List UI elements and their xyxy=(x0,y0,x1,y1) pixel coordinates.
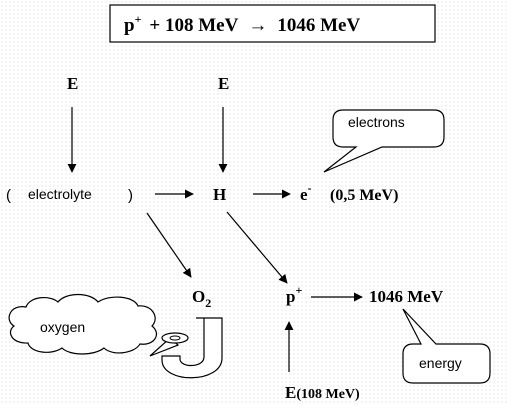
svg-text:p++ 108 MeV→1046 MeV: p+ + 108 MeV → 1046 MeV xyxy=(124,12,360,36)
oxygen-subscript: 2 xyxy=(205,296,211,310)
energy-label-left: E xyxy=(67,74,78,93)
proton-charge: + xyxy=(295,283,302,297)
hydrogen-label: H xyxy=(213,185,226,204)
oxygen-molecule-label: O2 xyxy=(192,287,211,310)
input-energy-label: E(108 MeV) xyxy=(285,383,360,402)
equation-result: 1046 MeV xyxy=(277,15,360,36)
electrolyte-to-oxygen-arrow xyxy=(146,212,192,278)
hydrogen-to-proton-arrow xyxy=(226,211,288,284)
output-energy-label: 1046 MeV xyxy=(369,287,444,306)
equation-arrow: → xyxy=(248,15,267,36)
input-energy-symbol: E xyxy=(285,383,296,402)
energy-label-center: E xyxy=(218,74,229,93)
oxygen-callout-text: oxygen xyxy=(40,319,85,335)
energy-callout-text: energy xyxy=(419,355,462,371)
equation-proton-charge: + xyxy=(135,12,142,26)
input-energy-value: (108 MeV) xyxy=(296,387,360,402)
electrolyte-label: electrolyte xyxy=(28,186,92,202)
electrons-callout-text: electrons xyxy=(348,114,405,130)
electron-label: e- xyxy=(300,181,312,204)
electrolyte-close-paren: ) xyxy=(128,187,133,204)
oxygen-pipe xyxy=(149,317,223,379)
electrolyte-open-paren: ( xyxy=(6,187,11,204)
electrons-callout: electrons xyxy=(323,109,445,173)
oxygen-symbol: O xyxy=(192,287,205,306)
energy-callout: energy xyxy=(402,308,491,384)
electron-energy-label: (0,5 MeV) xyxy=(330,187,398,204)
equation-proton: p xyxy=(124,15,135,36)
electron-symbol: e xyxy=(300,185,308,204)
proton-label: p+ xyxy=(286,283,302,306)
valve-icon xyxy=(161,332,189,344)
electron-charge: - xyxy=(308,181,312,195)
equation-box: p+ + 108 MeV → 1046 MeV xyxy=(109,4,436,43)
equation-added-energy: + 108 MeV xyxy=(149,15,238,36)
oxygen-cloud: oxygen xyxy=(8,293,157,355)
proton-symbol: p xyxy=(286,287,295,306)
